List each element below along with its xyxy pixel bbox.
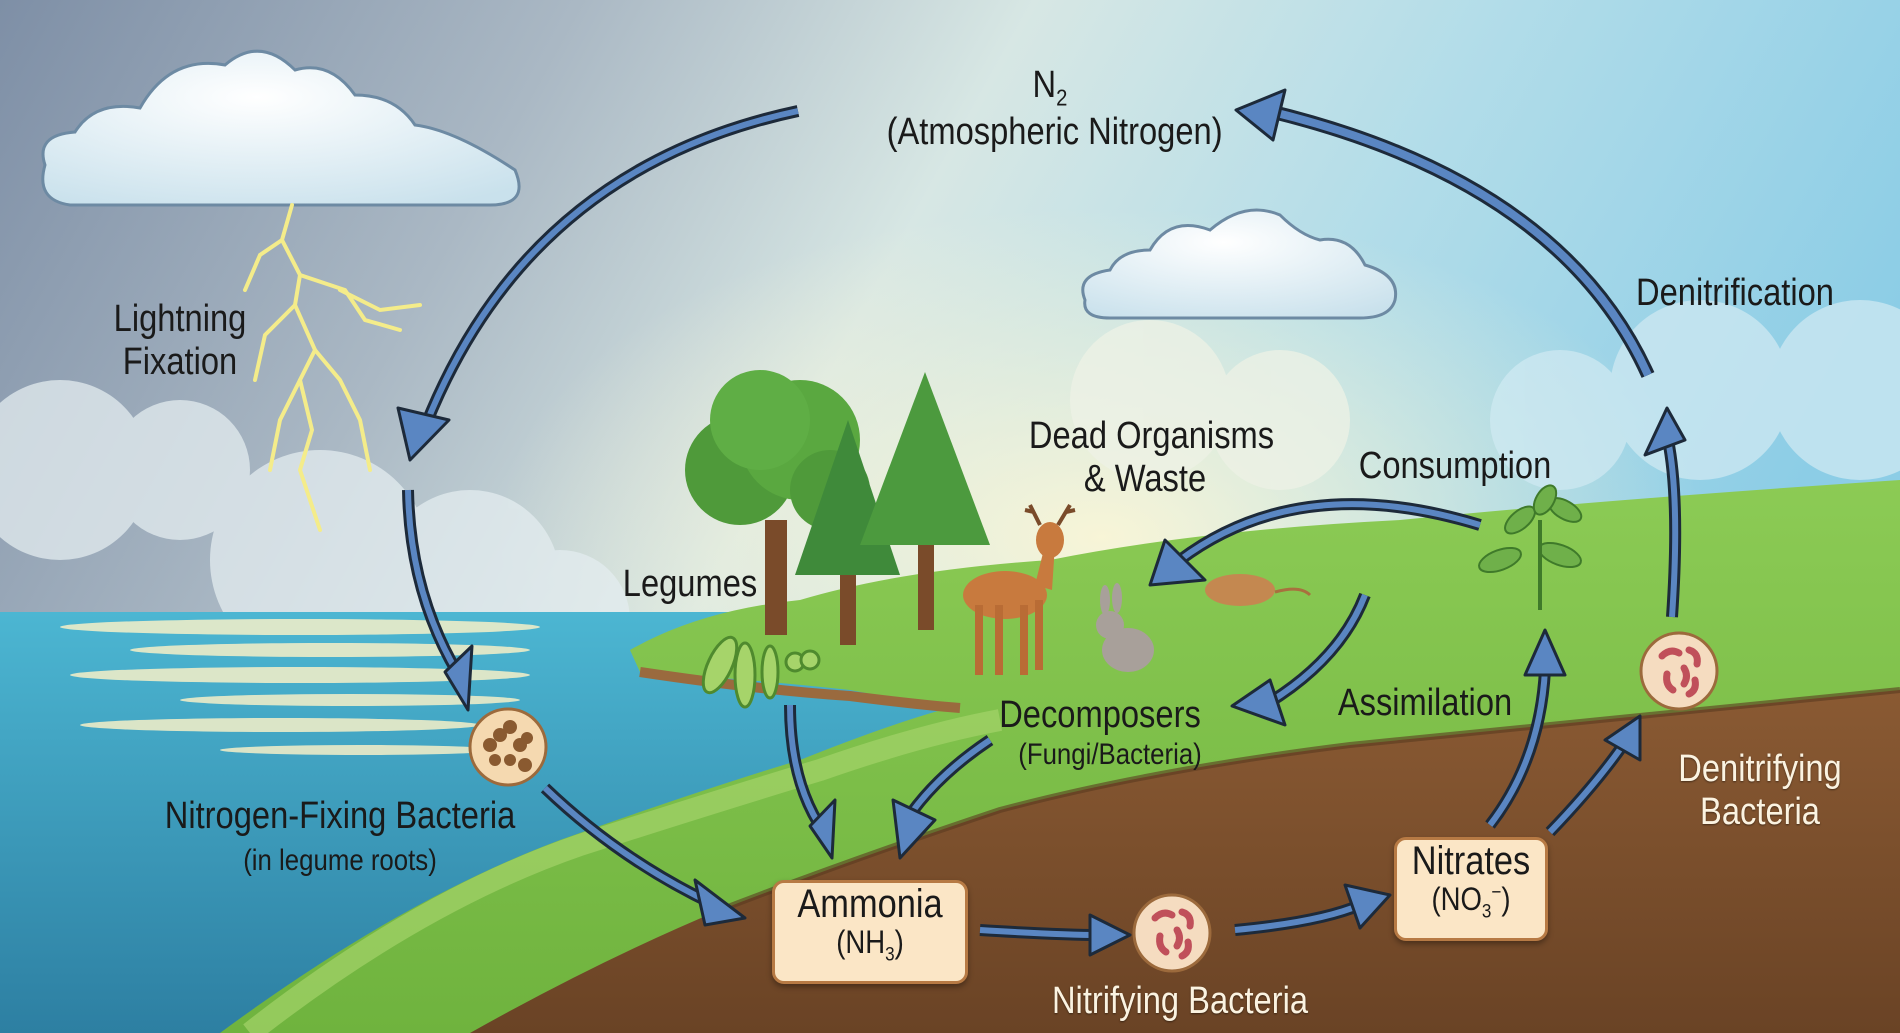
arrow-ammonia-to-nitrifying xyxy=(979,913,1132,957)
arrow-atmosphere-to-fixation xyxy=(396,105,800,462)
cloud-icon xyxy=(1081,208,1398,320)
atmospheric-nitrogen-label: N2 (Atmospheric Nitrogen) xyxy=(887,64,1223,154)
water-reflection xyxy=(60,619,540,755)
denitrifying-bacteria-icon xyxy=(1639,631,1719,711)
n2-name: (Atmospheric Nitrogen) xyxy=(886,110,1223,153)
arrow-dead-organisms-to-decomposers xyxy=(1230,592,1371,727)
dead-rodent-icon xyxy=(1205,574,1312,606)
dead-organisms-label: Dead Organisms& Waste xyxy=(1028,415,1275,500)
pine-tree-icon xyxy=(795,372,990,645)
decomposers-label: Decomposers xyxy=(999,694,1201,736)
nitrogen-fixing-note: (in legume roots) xyxy=(243,844,437,877)
n2-formula: N2 xyxy=(1032,64,1068,111)
arrow-nitrifying-to-nitrates xyxy=(1234,883,1392,936)
assimilation-label: Assimilation xyxy=(1337,682,1513,724)
storm-cloud-icon xyxy=(41,49,521,207)
denitrification-label: Denitrification xyxy=(1636,272,1834,314)
arrow-fixation-to-bacteria xyxy=(402,489,474,712)
nitrogen-fixing-bacteria-icon xyxy=(468,707,548,787)
ammonia-box: Ammonia (NH3) xyxy=(772,880,968,984)
nitrates-formula: (NO3−) xyxy=(1431,881,1511,923)
nitrifying-bacteria-icon xyxy=(1132,893,1212,973)
nitrogen-fixing-bacteria-label: Nitrogen-Fixing Bacteria xyxy=(164,795,516,837)
consumption-label: Consumption xyxy=(1358,445,1552,487)
arrow-nitrates-to-denitrifying xyxy=(1545,714,1642,837)
nitrifying-bacteria-label: Nitrifying Bacteria xyxy=(1051,980,1309,1022)
arrow-assimilation xyxy=(1485,628,1567,829)
nitrates-box: Nitrates (NO3−) xyxy=(1394,837,1548,941)
arrow-decomposers-to-ammonia xyxy=(891,735,994,860)
arrow-bacteria-to-ammonia xyxy=(540,783,747,927)
plant-sprout-icon xyxy=(1478,484,1583,610)
arrow-consumption xyxy=(1148,498,1482,587)
deer-icon xyxy=(963,503,1076,675)
arrow-denitrification-to-atmosphere xyxy=(1234,88,1655,378)
ammonia-formula: (NH3) xyxy=(836,924,904,966)
legume-plant-icon xyxy=(701,635,821,709)
lightning-bolt-icon xyxy=(243,203,422,532)
arrow-denitrifying-up xyxy=(1643,406,1687,618)
rabbit-icon xyxy=(1096,583,1154,672)
nitrates-name: Nitrates xyxy=(1411,839,1531,883)
decomposers-note: (Fungi/Bacteria) xyxy=(1018,738,1202,771)
ammonia-name: Ammonia xyxy=(797,882,943,926)
legumes-label: Legumes xyxy=(622,563,758,605)
arrow-legumes-to-ammonia xyxy=(784,704,837,860)
